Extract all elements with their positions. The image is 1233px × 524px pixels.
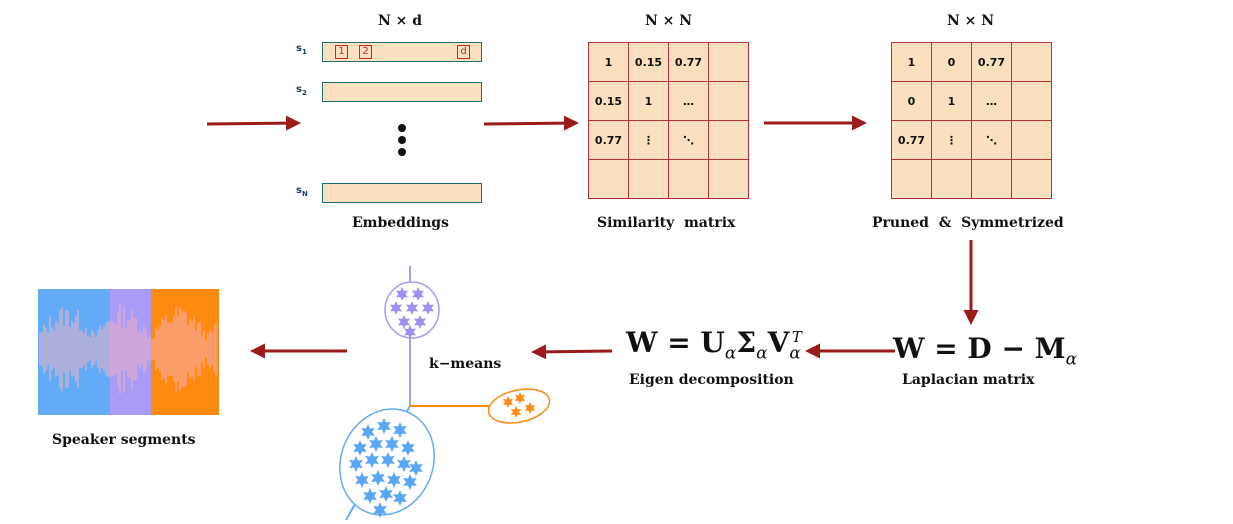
matrix-cell: [708, 42, 749, 82]
cluster-point: [411, 287, 425, 301]
pruned-dim-label: N × N: [947, 13, 995, 29]
eigen-formula: W = UαΣαVαT: [626, 326, 802, 364]
cluster-point: [413, 315, 427, 329]
matrix-cell: 1: [628, 81, 669, 121]
speaker-segments-plot: [38, 289, 219, 415]
cluster-point: [514, 392, 526, 404]
matrix-cell: [1011, 120, 1052, 160]
embeddings-caption: Embeddings: [352, 215, 449, 231]
embeddings-dim-label: N × d: [378, 13, 423, 29]
cluster-point: [397, 456, 411, 472]
matrix-cell: [668, 159, 709, 199]
matrix-cell: ⋱: [971, 120, 1012, 160]
embedding-index-box: 1: [335, 45, 348, 59]
matrix-cell: ⋱: [668, 120, 709, 160]
matrix-cell: 1: [931, 81, 972, 121]
cluster-point: [349, 456, 363, 472]
cluster-point: [393, 490, 407, 506]
matrix-cell: ⋮: [628, 120, 669, 160]
embedding-index-box: 2: [359, 45, 372, 59]
matrix-cell: 0.15: [628, 42, 669, 82]
matrix-cell: 0: [891, 81, 932, 121]
cluster-point: [395, 287, 409, 301]
laplacian-caption: Laplacian matrix: [902, 372, 1035, 388]
cluster-point: [502, 396, 514, 408]
cluster-point: [365, 452, 379, 468]
matrix-cell: [588, 159, 629, 199]
kmeans-label: k−means: [429, 356, 502, 372]
segments-caption: Speaker segments: [52, 432, 196, 448]
embedding-row-label-1: s1: [296, 43, 307, 56]
cluster-point: [363, 488, 377, 504]
matrix-cell: [1011, 159, 1052, 199]
embedding-bar-n: [322, 183, 482, 203]
cluster-point: [405, 301, 419, 315]
arrow-wave-to-embeddings: [206, 115, 301, 131]
matrix-cell: [628, 159, 669, 199]
similarity-dim-label: N × N: [645, 13, 693, 29]
cluster-point: [524, 402, 536, 414]
matrix-cell: 0.77: [588, 120, 629, 160]
embedding-row-label-2: s2: [296, 84, 307, 97]
cluster-point: [397, 315, 411, 329]
matrix-cell: [891, 159, 932, 199]
cluster-point: [385, 436, 399, 452]
embedding-bar-2: [322, 82, 482, 102]
cluster-point: [379, 486, 393, 502]
cluster-orange: [487, 388, 551, 424]
cluster-point: [401, 440, 415, 456]
cluster-point: [353, 440, 367, 456]
cluster-point: [373, 502, 387, 518]
embedding-row-label-n: sN: [296, 185, 308, 198]
matrix-cell: …: [668, 81, 709, 121]
matrix-cell: 1: [891, 42, 932, 82]
matrix-cell: [1011, 42, 1052, 82]
matrix-cell: 0.77: [971, 42, 1012, 82]
matrix-cell: [931, 159, 972, 199]
matrix-cell: 0.77: [668, 42, 709, 82]
arrow-eigen-to-kmeans: [531, 344, 613, 360]
matrix-cell: [708, 81, 749, 121]
matrix-cell: …: [971, 81, 1012, 121]
cluster-point: [403, 325, 417, 339]
cluster-point: [355, 472, 369, 488]
cluster-point: [393, 422, 407, 438]
pruned-caption: Pruned & Symmetrized: [872, 215, 1064, 231]
matrix-cell: 1: [588, 42, 629, 82]
eigen-caption: Eigen decomposition: [629, 372, 794, 388]
segment-speaker-orange: [151, 289, 219, 415]
cluster-point: [389, 301, 403, 315]
cluster-point: [361, 424, 375, 440]
matrix-cell: 0.77: [891, 120, 932, 160]
arrow-embeddings-to-similarity: [483, 115, 579, 131]
matrix-cell: 0: [931, 42, 972, 82]
cluster-point: [377, 418, 391, 434]
cluster-point: [403, 474, 417, 490]
matrix-cell: [708, 120, 749, 160]
vertical-ellipsis: [398, 124, 406, 160]
matrix-cell: ⋮: [931, 120, 972, 160]
laplacian-formula: W = D − Mα: [893, 332, 1078, 370]
cluster-point: [369, 436, 383, 452]
cluster-point: [421, 301, 435, 315]
matrix-cell: [971, 159, 1012, 199]
cluster-point: [381, 452, 395, 468]
cluster-point: [510, 406, 522, 418]
embedding-bar-1: 1 2 d: [322, 42, 482, 62]
cluster-point: [371, 470, 385, 486]
matrix-cell: [1011, 81, 1052, 121]
embedding-index-box: d: [457, 45, 470, 59]
cluster-point: [409, 460, 423, 476]
cluster-point: [387, 472, 401, 488]
matrix-cell: 0.15: [588, 81, 629, 121]
matrix-cell: [708, 159, 749, 199]
kmeans-cluster-plot: [339, 266, 551, 521]
input-waveform: [15, 68, 189, 180]
similarity-caption: Similarity matrix: [597, 215, 736, 231]
